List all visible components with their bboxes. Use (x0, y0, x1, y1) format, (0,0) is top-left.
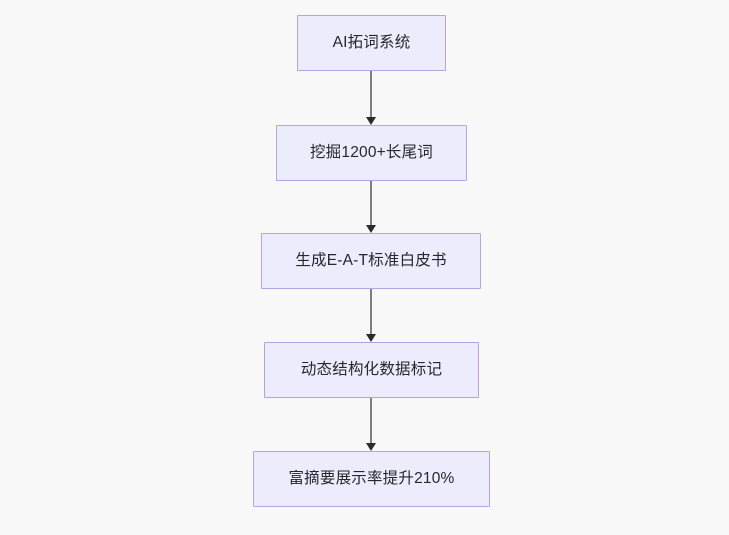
flow-edge (363, 71, 379, 125)
flow-edge (363, 398, 379, 451)
flow-node-label: AI拓词系统 (332, 33, 411, 51)
edge-line (370, 289, 372, 334)
arrowhead-icon (366, 334, 376, 342)
edge-line (370, 398, 372, 443)
flow-node[interactable]: 挖掘1200+长尾词 (276, 125, 467, 181)
flow-node[interactable]: 生成E-A-T标准白皮书 (261, 233, 481, 289)
flow-node[interactable]: 动态结构化数据标记 (264, 342, 479, 398)
arrowhead-icon (366, 117, 376, 125)
flow-edge (363, 289, 379, 342)
flow-node[interactable]: AI拓词系统 (297, 15, 446, 71)
edge-line (370, 181, 372, 225)
flow-node-label: 动态结构化数据标记 (300, 360, 443, 378)
arrowhead-icon (366, 225, 376, 233)
flow-node-label: 生成E-A-T标准白皮书 (295, 251, 447, 269)
flow-edge (363, 181, 379, 233)
flow-node[interactable]: 富摘要展示率提升210% (253, 451, 490, 507)
flow-node-label: 富摘要展示率提升210% (288, 469, 455, 487)
arrowhead-icon (366, 443, 376, 451)
edge-line (370, 71, 372, 117)
flow-node-label: 挖掘1200+长尾词 (309, 143, 434, 161)
